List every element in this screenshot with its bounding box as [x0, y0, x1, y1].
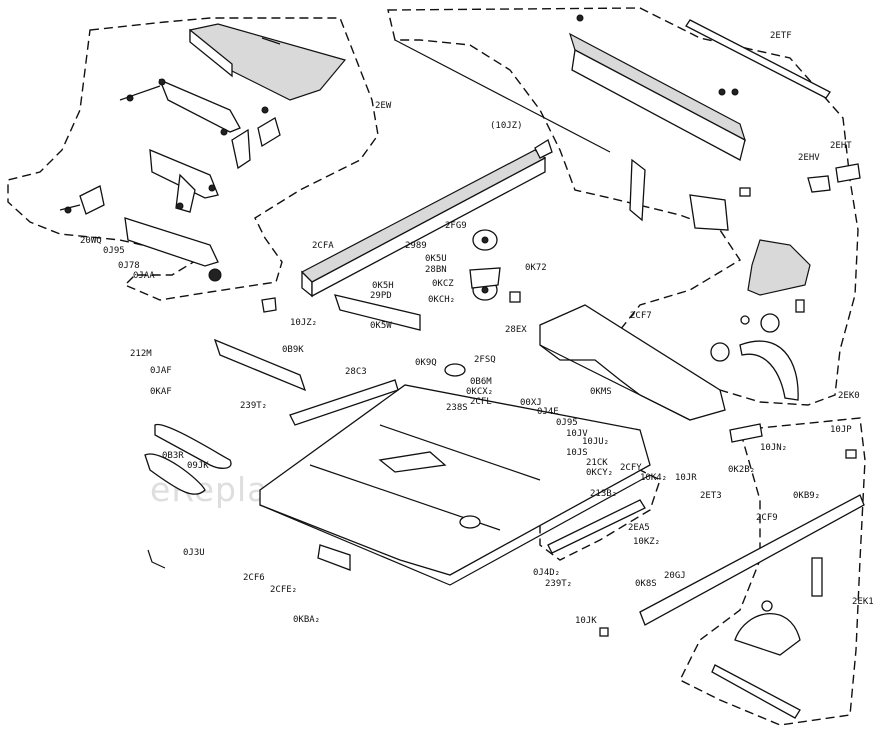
- label-29pd: 29PD: [370, 291, 392, 301]
- label-2cfy: 2CFY: [620, 463, 642, 473]
- label-0jaa: 0JAA: [133, 271, 155, 281]
- label-20gj: 20GJ: [664, 571, 686, 581]
- miter-gauge: [711, 557, 823, 719]
- label-0b9k: 0B9K: [282, 345, 304, 355]
- label-0b3r: 0B3R: [162, 451, 184, 461]
- label-2fg9: 2FG9: [445, 221, 467, 231]
- label-09jk: 09JK: [187, 461, 209, 471]
- label-10jv: 10JV: [566, 429, 588, 439]
- label-0kch: 0KCH₂: [428, 295, 455, 305]
- extension-table-2cf7: [539, 304, 726, 421]
- label-2ehv: 2EHV: [798, 153, 820, 163]
- label-0j4d: 0J4D₂: [533, 568, 560, 578]
- label-0kba: 0KBA₂: [293, 615, 320, 625]
- label-0j78: 0J78: [118, 261, 140, 271]
- group-outline-2ek1: [679, 417, 866, 726]
- label-10jz: (10JZ): [490, 121, 523, 131]
- label-2cfa: 2CFA: [312, 241, 334, 251]
- label-2cf9: 2CF9: [756, 513, 778, 523]
- label-213b: 213B₂: [590, 489, 617, 499]
- label-239t2: 239T₂: [545, 579, 572, 589]
- label-28ex: 28EX: [505, 325, 527, 335]
- label-0kaf: 0KAF: [150, 387, 172, 397]
- label-2ek0: 2EK0: [838, 391, 860, 401]
- label-2cfl: 2CFL: [470, 397, 492, 407]
- label-2ea5: 2EA5: [628, 523, 650, 533]
- label-10ju: 10JU₂: [582, 437, 609, 447]
- label-2cfe: 2CFE₂: [270, 585, 297, 595]
- label-0kms: 0KMS: [590, 387, 612, 397]
- fence-lock-handle: [629, 158, 861, 401]
- blade-guard-assembly: [59, 23, 347, 282]
- label-10k4: 10K4₂: [640, 473, 667, 483]
- label-10jzb: 10JZ₂: [290, 318, 317, 328]
- label-2ek1: 2EK1: [852, 597, 874, 607]
- label-10jp: 10JP: [830, 425, 852, 435]
- label-2fsq: 2FSQ: [474, 355, 496, 365]
- label-238s: 238S: [446, 403, 468, 413]
- label-0kcx: 0KCX₂: [466, 387, 493, 397]
- label-28bn: 28BN: [425, 265, 447, 275]
- label-0j3u: 0J3U: [183, 548, 205, 558]
- label-10kz: 10KZ₂: [633, 537, 660, 547]
- label-2et3: 2ET3: [700, 491, 722, 501]
- label-0j95b: 0J95: [556, 418, 578, 428]
- label-20wq: 20WQ: [80, 236, 102, 246]
- label-0k5u: 0K5U: [425, 254, 447, 264]
- label-2cf6: 2CF6: [243, 573, 265, 583]
- label-0j4e: 0J4E: [537, 407, 559, 417]
- label-10js: 10JS: [566, 448, 588, 458]
- label-0j95a: 0J95: [103, 246, 125, 256]
- rip-fence-2cfa: [300, 139, 553, 298]
- label-0kcy: 0KCY₂: [586, 468, 613, 478]
- pulley-assembly: [469, 229, 521, 303]
- label-212m: 212M: [130, 349, 152, 359]
- small-parts: [144, 294, 865, 637]
- label-0k5w: 0K5W: [370, 321, 392, 331]
- label-2989: 2989: [405, 241, 427, 251]
- label-2eht: 2EHT: [830, 141, 852, 151]
- label-0b6m: 0B6M: [470, 377, 492, 387]
- rear-fence-2etf: [394, 14, 831, 161]
- label-0k2b: 0K2B₂: [728, 465, 755, 475]
- label-0k72: 0K72: [525, 263, 547, 273]
- label-00xj: 00XJ: [520, 398, 542, 408]
- label-21ck: 21CK: [586, 458, 608, 468]
- label-0k8s: 0K8S: [635, 579, 657, 589]
- label-10jk: 10JK: [575, 616, 597, 626]
- label-28c3: 28C3: [345, 367, 367, 377]
- label-0k9q: 0K9Q: [415, 358, 437, 368]
- main-table-238s: [259, 384, 651, 586]
- label-2ew: 2EW: [375, 101, 392, 111]
- label-0k5h: 0K5H: [372, 281, 394, 291]
- group-outline-2ew: [7, 17, 379, 301]
- label-239t1: 239T₂: [240, 401, 267, 411]
- label-0jaf: 0JAF: [150, 366, 172, 376]
- label-2cf7: 2CF7: [630, 311, 652, 321]
- label-2etf: 2ETF: [770, 31, 792, 41]
- label-10jr: 10JR: [675, 473, 697, 483]
- label-0kcz: 0KCZ: [432, 279, 454, 289]
- group-outline-2ea5: [539, 469, 661, 561]
- label-0kb9: 0KB9₂: [793, 491, 820, 501]
- label-10jn: 10JN₂: [760, 443, 787, 453]
